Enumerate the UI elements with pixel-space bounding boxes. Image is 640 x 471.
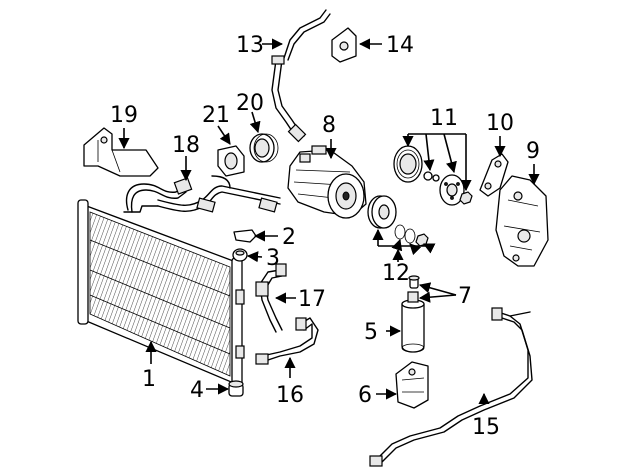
callout-17: 17 bbox=[298, 287, 326, 312]
suction-hose-part-13 bbox=[271, 9, 331, 143]
liquid-line-part-17 bbox=[255, 263, 287, 333]
callout-11: 11 bbox=[430, 106, 458, 131]
callout-4: 4 bbox=[190, 378, 204, 403]
callout-labels: 1 2 3 4 5 6 7 8 9 10 11 12 13 14 15 16 1… bbox=[110, 33, 540, 440]
callout-13: 13 bbox=[236, 33, 264, 58]
bracket-part-19 bbox=[83, 127, 159, 177]
pulley-parts-11 bbox=[393, 145, 473, 206]
callout-14: 14 bbox=[386, 33, 414, 58]
callout-18: 18 bbox=[172, 133, 200, 158]
callout-3: 3 bbox=[266, 246, 280, 271]
callout-16: 16 bbox=[276, 383, 304, 408]
callout-21: 21 bbox=[202, 103, 230, 128]
callout-12: 12 bbox=[382, 261, 410, 286]
pipe-part-15 bbox=[369, 307, 533, 467]
clutch-parts-12 bbox=[367, 195, 429, 247]
callout-20: 20 bbox=[236, 91, 264, 116]
discharge-hose-part-18 bbox=[123, 175, 281, 213]
bracket-part-14 bbox=[331, 27, 357, 63]
gasket-part-21 bbox=[217, 145, 245, 177]
receiver-drier-part-5 bbox=[401, 291, 425, 353]
callout-8: 8 bbox=[322, 113, 336, 138]
callout-9: 9 bbox=[526, 139, 540, 164]
callout-15: 15 bbox=[472, 415, 500, 440]
callout-5: 5 bbox=[364, 320, 378, 345]
compressor-part-8 bbox=[287, 145, 367, 219]
liquid-line-part-16 bbox=[255, 317, 319, 365]
fitting-part-4 bbox=[228, 380, 244, 397]
callout-1: 1 bbox=[142, 367, 156, 392]
seal-part-20 bbox=[249, 133, 279, 163]
callout-2: 2 bbox=[282, 225, 296, 250]
condenser-part bbox=[77, 199, 245, 387]
callout-19: 19 bbox=[110, 103, 138, 128]
fitting-part-3 bbox=[232, 248, 248, 262]
switch-part-7 bbox=[408, 275, 420, 289]
mounting-bracket-part-9 bbox=[495, 175, 549, 267]
drier-bracket-part-6 bbox=[395, 361, 429, 409]
clip-part-2 bbox=[233, 229, 257, 243]
callout-6: 6 bbox=[358, 383, 372, 408]
callout-arrows bbox=[118, 38, 540, 405]
callout-10: 10 bbox=[486, 111, 514, 136]
callout-7: 7 bbox=[458, 284, 472, 309]
